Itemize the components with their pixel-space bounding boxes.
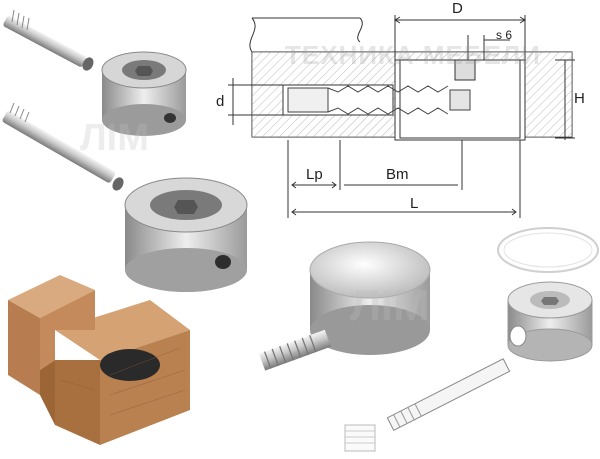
dim-label-s: s 6 [496, 28, 513, 42]
wood-block-icon [8, 275, 190, 445]
cap-assembly-icon [259, 241, 431, 371]
dim-label-Bm: Bm [386, 166, 409, 183]
watermark-text: ТЕХНИКА МЕБЕЛИ [285, 40, 541, 70]
cam-nut-large-icon [124, 177, 248, 292]
dim-label-L: L [410, 195, 419, 212]
bolt-short-icon [3, 9, 94, 71]
cam-ring-small-icon [507, 281, 593, 362]
pin-outline-icon [344, 358, 511, 452]
dim-label-H: H [574, 90, 585, 107]
cap-ring-icon [497, 227, 599, 273]
technical-drawing [228, 15, 575, 218]
dim-label-d: d [216, 93, 225, 110]
bolt-long-icon [2, 102, 124, 191]
watermark-logo-right: ЛIM [350, 281, 430, 330]
watermark-logo-left: ЛIM [80, 117, 149, 159]
cam-nut-small-icon [101, 51, 187, 136]
dim-label-D: D [452, 0, 463, 17]
dim-label-Lp: Lp [306, 166, 323, 183]
